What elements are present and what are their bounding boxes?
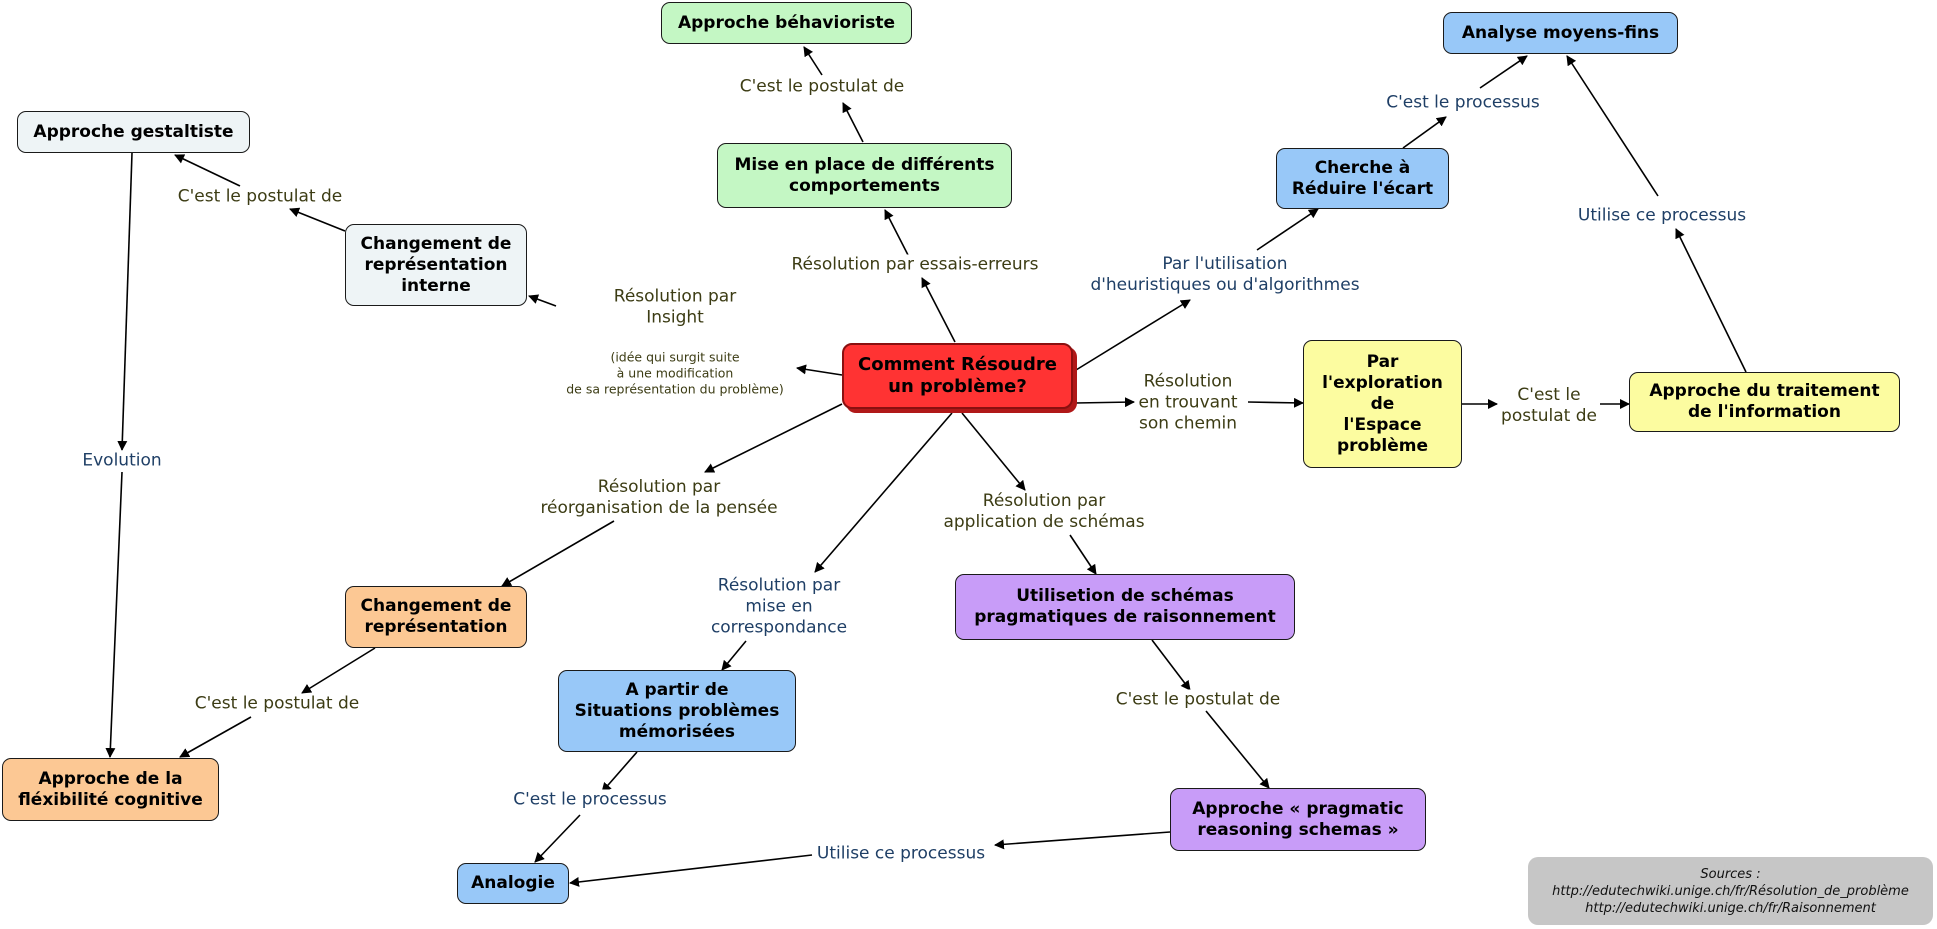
node-exploration-espace-probleme[interactable]: Par l'exploration de l'Espace problème (1303, 340, 1462, 468)
sources-heading: Sources : (1700, 866, 1761, 882)
node-mise-en-place-comportements[interactable]: Mise en place de différents comportement… (717, 143, 1012, 208)
edge-line (534, 814, 581, 863)
node-pragmatic-reasoning-schemas[interactable]: Approche « pragmatic reasoning schemas » (1170, 788, 1426, 851)
edge-line (842, 102, 864, 143)
insight-note-text: (idée qui surgit suite à une modificatio… (566, 349, 784, 397)
edge-line (528, 294, 557, 307)
link-label-utilise-processus-bottom: Utilise ce processus (814, 843, 988, 865)
edge-line (301, 647, 376, 694)
node-situations-memorisees[interactable]: A partir de Situations problèmes mémoris… (558, 670, 796, 752)
edge-line (1256, 208, 1319, 251)
edge-line (569, 854, 813, 887)
link-label-correspondance: Résolution par mise en correspondance (708, 575, 850, 639)
central-concept-node[interactable]: Comment Résoudre un problème? (842, 343, 1073, 409)
edge-line (704, 403, 843, 473)
node-approche-behavioriste[interactable]: Approche béhavioriste (661, 2, 912, 44)
edge-line (601, 751, 638, 793)
edge-line (289, 207, 346, 232)
node-changement-representation[interactable]: Changement de représentation (345, 586, 527, 648)
node-approche-traitement-information[interactable]: Approche du traitement de l'information (1629, 372, 1900, 432)
edge-line (721, 640, 747, 671)
edge-line (105, 471, 123, 758)
edge-line (1566, 55, 1659, 197)
edge-line (814, 412, 953, 573)
edge-line (1075, 299, 1191, 371)
link-label-postulat-traitement: C'est le postulat de (1499, 385, 1599, 427)
node-schemas-pragmatiques[interactable]: Utilisetion de schémas pragmatiques de r… (955, 574, 1295, 640)
link-label-reorganisation: Résolution par réorganisation de la pens… (538, 477, 780, 519)
node-approche-flexibilite-cognitive[interactable]: Approche de la fléxibilité cognitive (2, 758, 219, 821)
link-label-insight: Résolution par Insight (idée qui surgit … (564, 265, 786, 419)
node-approche-gestaltiste[interactable]: Approche gestaltiste (17, 111, 250, 153)
edge-line (117, 152, 133, 451)
link-label-utilise-processus-top: Utilise ce processus (1575, 205, 1749, 227)
edge-line (1402, 116, 1447, 149)
edge-line (961, 412, 1026, 491)
link-label-processus-moyens-fins: C'est le processus (1384, 92, 1542, 114)
link-label-postulat-gestaltiste: C'est le postulat de (175, 186, 345, 208)
edge-line (1151, 639, 1191, 691)
sources-link-raisonnement[interactable]: http://edutechwiki.unige.ch/fr/Raisonnem… (1585, 900, 1876, 916)
node-changement-representation-interne[interactable]: Changement de représentation interne (345, 224, 527, 306)
sources-link-resolution[interactable]: http://edutechwiki.unige.ch/fr/Résolutio… (1552, 883, 1909, 899)
node-reduire-ecart[interactable]: Cherche à Réduire l'écart (1276, 148, 1449, 209)
edge-line (803, 46, 823, 76)
insight-main-text: Résolution par Insight (613, 286, 737, 328)
edge-line (1074, 397, 1135, 408)
link-label-postulat-flexibilite: C'est le postulat de (192, 693, 362, 715)
node-analyse-moyens-fins[interactable]: Analyse moyens-fins (1443, 12, 1678, 54)
sources-box: Sources : http://edutechwiki.unige.ch/fr… (1528, 857, 1933, 925)
edge-line (994, 831, 1171, 850)
edge-line (1205, 710, 1270, 789)
link-label-evolution: Evolution (80, 450, 164, 472)
edge-line (179, 716, 252, 758)
edge-line (884, 209, 909, 256)
edge-line (501, 520, 615, 587)
edge-line (921, 277, 956, 343)
edge-line (1069, 534, 1097, 575)
link-label-postulat-behavioriste: C'est le postulat de (737, 76, 907, 98)
link-label-trouvant-chemin: Résolution en trouvant son chemin (1136, 371, 1240, 435)
edge-line (1247, 397, 1304, 408)
edge-line (796, 364, 843, 376)
node-analogie[interactable]: Analogie (457, 863, 569, 904)
link-label-postulat-pragmatic: C'est le postulat de (1113, 689, 1283, 711)
link-label-essais-erreurs: Résolution par essais-erreurs (789, 254, 1041, 276)
edge-line (1479, 55, 1528, 89)
link-label-application-schemas: Résolution par application de schémas (941, 491, 1147, 533)
link-label-heuristiques: Par l'utilisation d'heuristiques ou d'al… (1088, 254, 1362, 296)
link-label-processus-analogie: C'est le processus (511, 789, 669, 811)
edge-line (1675, 228, 1747, 373)
edge-line (174, 154, 241, 187)
